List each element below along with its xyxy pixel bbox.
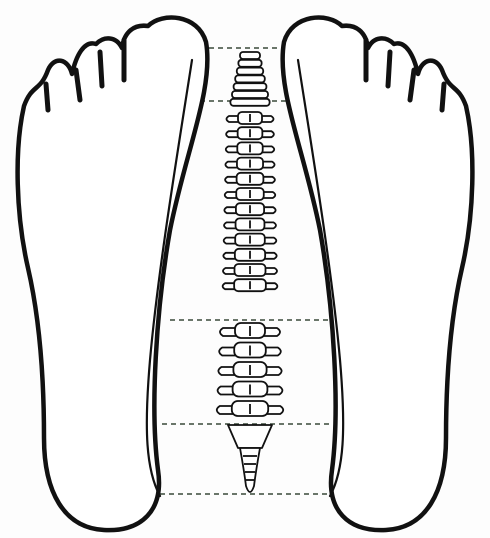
vertebra-cervical	[235, 75, 265, 82]
vertebra-thoracic	[225, 158, 274, 170]
vertebra-cervical	[237, 68, 263, 75]
vertebra-lumbar	[219, 343, 281, 358]
vertebra-thoracic	[225, 188, 276, 200]
vertebra-lumbar	[217, 401, 283, 416]
vertebra-thoracic	[223, 249, 276, 261]
vertebra-cervical	[240, 52, 260, 59]
vertebra-cervical	[234, 83, 267, 90]
vertebra-thoracic	[227, 112, 274, 124]
left-toe-crease	[46, 84, 48, 110]
vertebra-thoracic	[223, 279, 278, 291]
vertebra-thoracic	[223, 264, 277, 276]
vertebra-thoracic	[226, 127, 274, 139]
vertebra-cervical	[232, 91, 268, 98]
spine	[217, 52, 283, 492]
sacrum	[228, 425, 272, 448]
vertebra-thoracic	[224, 218, 276, 230]
vertebra-lumbar	[218, 362, 281, 377]
vertebra-thoracic	[225, 173, 275, 185]
vertebra-thoracic	[224, 234, 277, 246]
coccyx	[240, 448, 260, 492]
vertebra-thoracic	[226, 142, 274, 154]
right-toe-crease	[388, 52, 390, 86]
vertebra-cervical	[230, 99, 269, 106]
vertebra-thoracic	[224, 203, 275, 215]
left-toe-crease	[100, 52, 102, 86]
vertebra-cervical	[238, 60, 261, 67]
vertebra-lumbar	[220, 323, 280, 338]
vertebra-lumbar	[218, 382, 283, 397]
right-toe-crease	[442, 84, 444, 110]
